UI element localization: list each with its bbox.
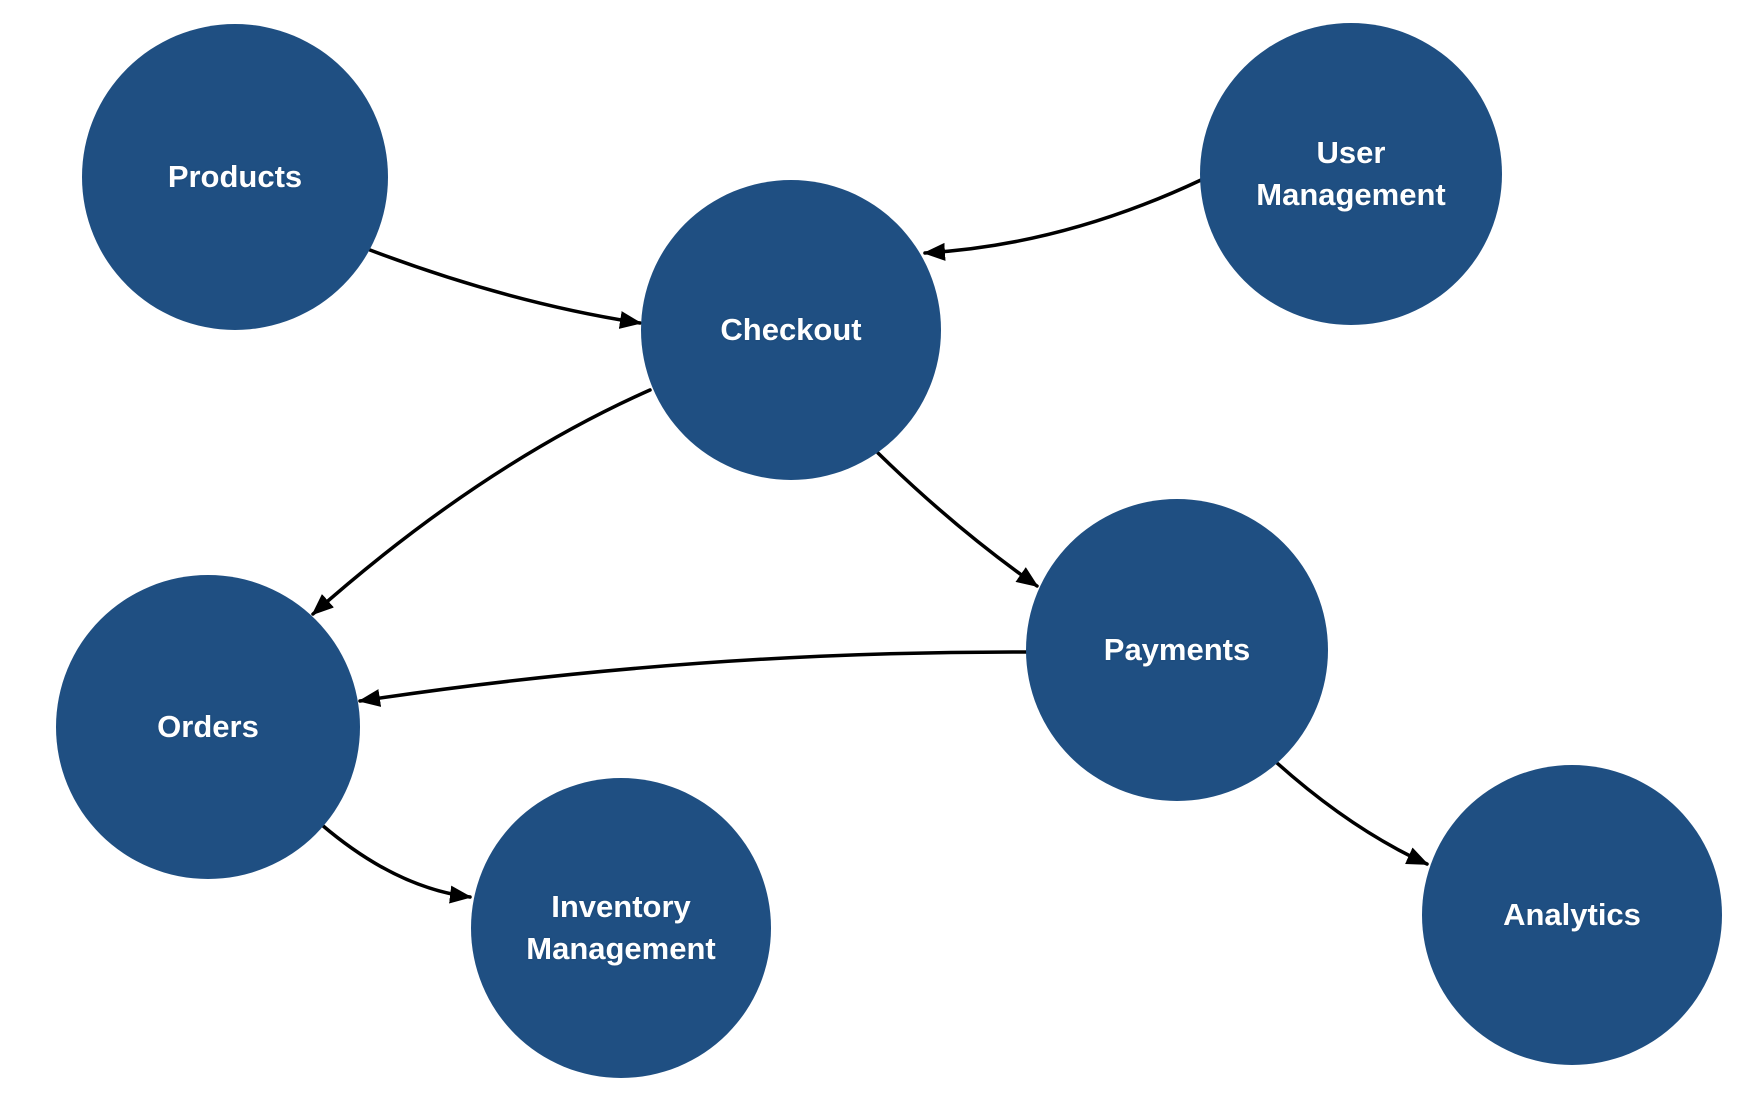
- node-label-payments: Payments: [1103, 632, 1251, 668]
- node-orders[interactable]: Orders: [56, 575, 360, 879]
- node-inventory-management[interactable]: Inventory Management: [471, 778, 771, 1078]
- node-label-user-management: User Management: [1256, 135, 1446, 212]
- node-checkout[interactable]: Checkout: [641, 180, 941, 480]
- node-payments[interactable]: Payments: [1026, 499, 1328, 801]
- edge-products-to-checkout: [368, 248, 642, 329]
- edge-orders-to-inventory-management: [320, 823, 472, 904]
- node-analytics[interactable]: Analytics: [1422, 765, 1722, 1065]
- node-user-management[interactable]: User Management: [1200, 23, 1502, 325]
- node-label-products: Products: [167, 159, 303, 195]
- node-label-inventory-management: Inventory Management: [526, 889, 716, 966]
- edge-checkout-to-payments: [876, 451, 1039, 588]
- node-label-checkout: Checkout: [720, 312, 862, 348]
- node-label-analytics: Analytics: [1503, 897, 1641, 933]
- edge-user-management-to-checkout: [923, 178, 1203, 261]
- node-label-orders: Orders: [157, 709, 259, 745]
- edge-checkout-to-orders: [311, 388, 652, 616]
- edge-payments-to-orders: [358, 650, 1028, 707]
- edge-payments-to-analytics: [1275, 761, 1429, 866]
- node-products[interactable]: Products: [82, 24, 388, 330]
